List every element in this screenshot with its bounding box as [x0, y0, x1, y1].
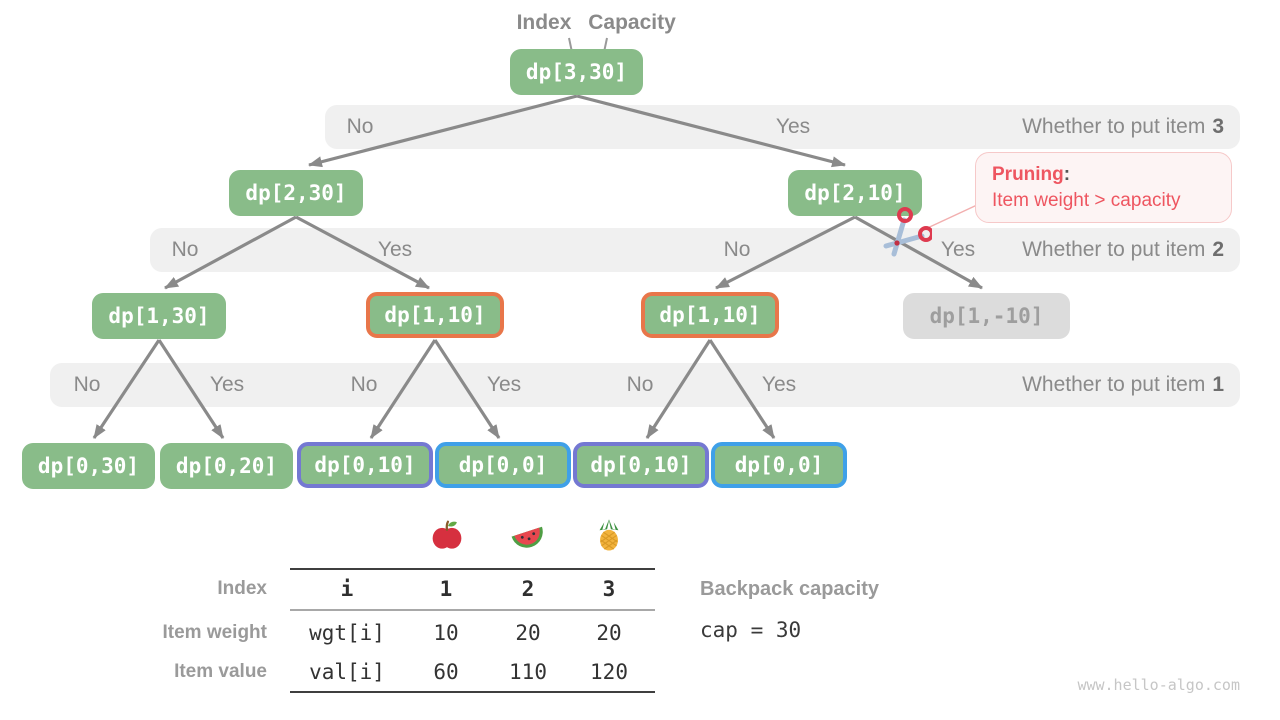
table-header-3: 3 [602, 577, 616, 601]
table-row-label-weight: Item weight [162, 622, 267, 643]
node-dp-0-30: dp[0,30] [22, 443, 155, 489]
band1-no3-label: No [626, 373, 654, 396]
table-val-2: 110 [509, 660, 547, 684]
band3-question: Whether to put item 3 [1022, 105, 1224, 149]
table-row-label-index: Index [217, 578, 267, 599]
table-rule-bottom [290, 691, 655, 693]
node-dp-1-neg10: dp[1,-10] [903, 293, 1070, 339]
band2-no1-label: No [171, 238, 199, 261]
pineapple-icon [592, 518, 626, 557]
band1-question: Whether to put item 1 [1022, 363, 1224, 407]
table-wgt-1: 10 [433, 621, 459, 645]
capacity-pointer-label: Capacity [588, 11, 676, 34]
band3-yes-label: Yes [775, 115, 811, 138]
scissors-icon [883, 207, 932, 257]
pruning-colon: : [1063, 164, 1071, 185]
backpack-capacity-value: cap = 30 [700, 618, 802, 642]
node-dp-0-0-left: dp[0,0] [435, 442, 571, 488]
node-dp-1-10-left: dp[1,10] [366, 292, 504, 338]
index-pointer-label: Index [516, 11, 572, 34]
backpack-capacity-label: Backpack capacity [700, 578, 880, 600]
table-val-1: 60 [433, 660, 459, 684]
band1-yes1-label: Yes [209, 373, 245, 396]
band1-yes3-label: Yes [761, 373, 797, 396]
node-dp-3-30: dp[3,30] [510, 49, 643, 95]
band1-item-number: 1 [1212, 373, 1224, 396]
table-rule-middle [290, 609, 655, 611]
band2-question: Whether to put item 2 [1022, 228, 1224, 272]
table-wgt-3: 20 [596, 621, 622, 645]
band2-yes2-label: Yes [940, 238, 976, 261]
table-header-i: i [340, 577, 354, 601]
band2-no2-label: No [723, 238, 751, 261]
tree-edges [92, 94, 983, 439]
table-val-3: 120 [590, 660, 628, 684]
table-header-1: 1 [439, 577, 453, 601]
pruning-title: Pruning [992, 164, 1064, 185]
band2-item-number: 2 [1212, 238, 1224, 261]
node-dp-1-30: dp[1,30] [92, 293, 226, 339]
table-rule-top [290, 568, 655, 570]
apple-icon [430, 518, 464, 557]
watermelon-icon [510, 518, 546, 559]
pruning-reason: Item weight > capacity [992, 190, 1181, 211]
node-dp-2-30: dp[2,30] [229, 170, 363, 216]
node-dp-0-20: dp[0,20] [160, 443, 293, 489]
band1-no1-label: No [73, 373, 101, 396]
node-dp-1-10-right: dp[1,10] [641, 292, 779, 338]
pruning-connector-line [920, 204, 978, 232]
pruning-callout: Pruning: Item weight > capacity [975, 152, 1232, 223]
band1-no2-label: No [350, 373, 378, 396]
band1-yes2-label: Yes [486, 373, 522, 396]
node-dp-0-10-left: dp[0,10] [297, 442, 433, 488]
band3-item-number: 3 [1212, 115, 1224, 138]
node-dp-0-10-right: dp[0,10] [573, 442, 709, 488]
watermark: www.hello-algo.com [1077, 676, 1240, 694]
decision-band-item3: No Yes Whether to put item 3 [325, 105, 1240, 149]
band1-question-text: Whether to put item [1022, 373, 1206, 396]
band2-question-text: Whether to put item [1022, 238, 1206, 261]
table-wgt-2: 20 [515, 621, 541, 645]
table-val-label: val[i] [309, 660, 385, 684]
table-header-2: 2 [521, 577, 535, 601]
band3-question-text: Whether to put item [1022, 115, 1206, 138]
decision-band-item1: No Yes No Yes No Yes Whether to put item… [50, 363, 1240, 407]
table-wgt-label: wgt[i] [309, 621, 385, 645]
table-row-label-value: Item value [174, 661, 267, 682]
band2-yes1-label: Yes [377, 238, 413, 261]
node-dp-0-0-right: dp[0,0] [711, 442, 847, 488]
node-dp-2-10: dp[2,10] [788, 170, 922, 216]
band3-no-label: No [346, 115, 374, 138]
